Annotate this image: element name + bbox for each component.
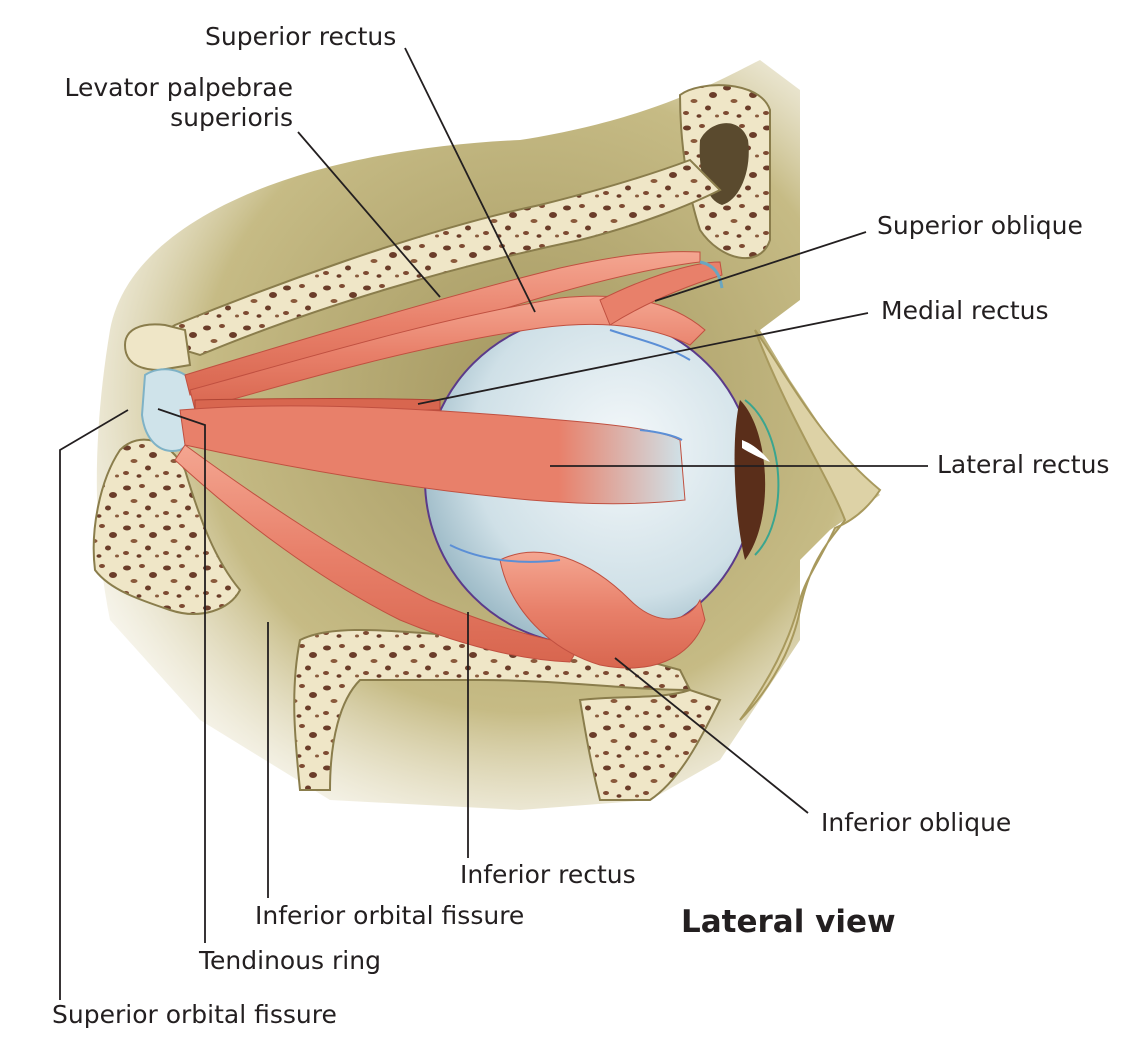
maxillary-bone bbox=[578, 688, 722, 801]
leader-superior-orbital-fissure bbox=[59, 409, 129, 1000]
cornea-highlight bbox=[742, 440, 770, 462]
tendon-edge bbox=[609, 329, 691, 361]
lateral-rectus-muscle bbox=[179, 405, 686, 505]
leader-lines bbox=[59, 47, 928, 1000]
inferior-oblique-muscle bbox=[499, 551, 706, 669]
label-lateral-rectus: Lateral rectus bbox=[937, 450, 1110, 479]
leader-superior-rectus bbox=[404, 47, 536, 313]
label-tendinous-ring: Tendinous ring bbox=[199, 946, 381, 975]
label-superior-oblique: Superior oblique bbox=[877, 211, 1083, 240]
superior-oblique-muscle bbox=[599, 261, 723, 326]
tendon-edge bbox=[449, 544, 561, 563]
label-inferior-rectus: Inferior rectus bbox=[460, 860, 636, 889]
label-superior-rectus: Superior rectus bbox=[205, 22, 397, 51]
label-inferior-oblique: Inferior oblique bbox=[821, 808, 1012, 837]
figure-caption: Lateral view bbox=[681, 904, 896, 940]
leader-inferior-oblique bbox=[614, 657, 809, 814]
label-superior-orbital-fissure: Superior orbital fissure bbox=[52, 1000, 337, 1029]
tendon-edge bbox=[639, 429, 683, 441]
facial-contour bbox=[739, 329, 882, 721]
leader-superior-oblique bbox=[654, 231, 867, 302]
orbital-roof bbox=[147, 158, 722, 357]
leader-levator bbox=[297, 131, 441, 298]
leader-medial-rectus bbox=[417, 312, 869, 405]
leader-tendinous-ring bbox=[157, 408, 206, 943]
label-inferior-orbital-fissure: Inferior orbital fissure bbox=[255, 901, 525, 930]
superior-rectus-muscle bbox=[189, 295, 706, 411]
cornea bbox=[744, 399, 780, 556]
inferior-rectus-muscle bbox=[174, 444, 581, 663]
label-levator-palpebrae-superioris: Levator palpebrae superioris bbox=[64, 73, 293, 132]
roof-tip bbox=[123, 323, 192, 372]
trochlea bbox=[699, 260, 724, 289]
iris bbox=[734, 400, 766, 560]
label-medial-rectus: Medial rectus bbox=[881, 296, 1049, 325]
